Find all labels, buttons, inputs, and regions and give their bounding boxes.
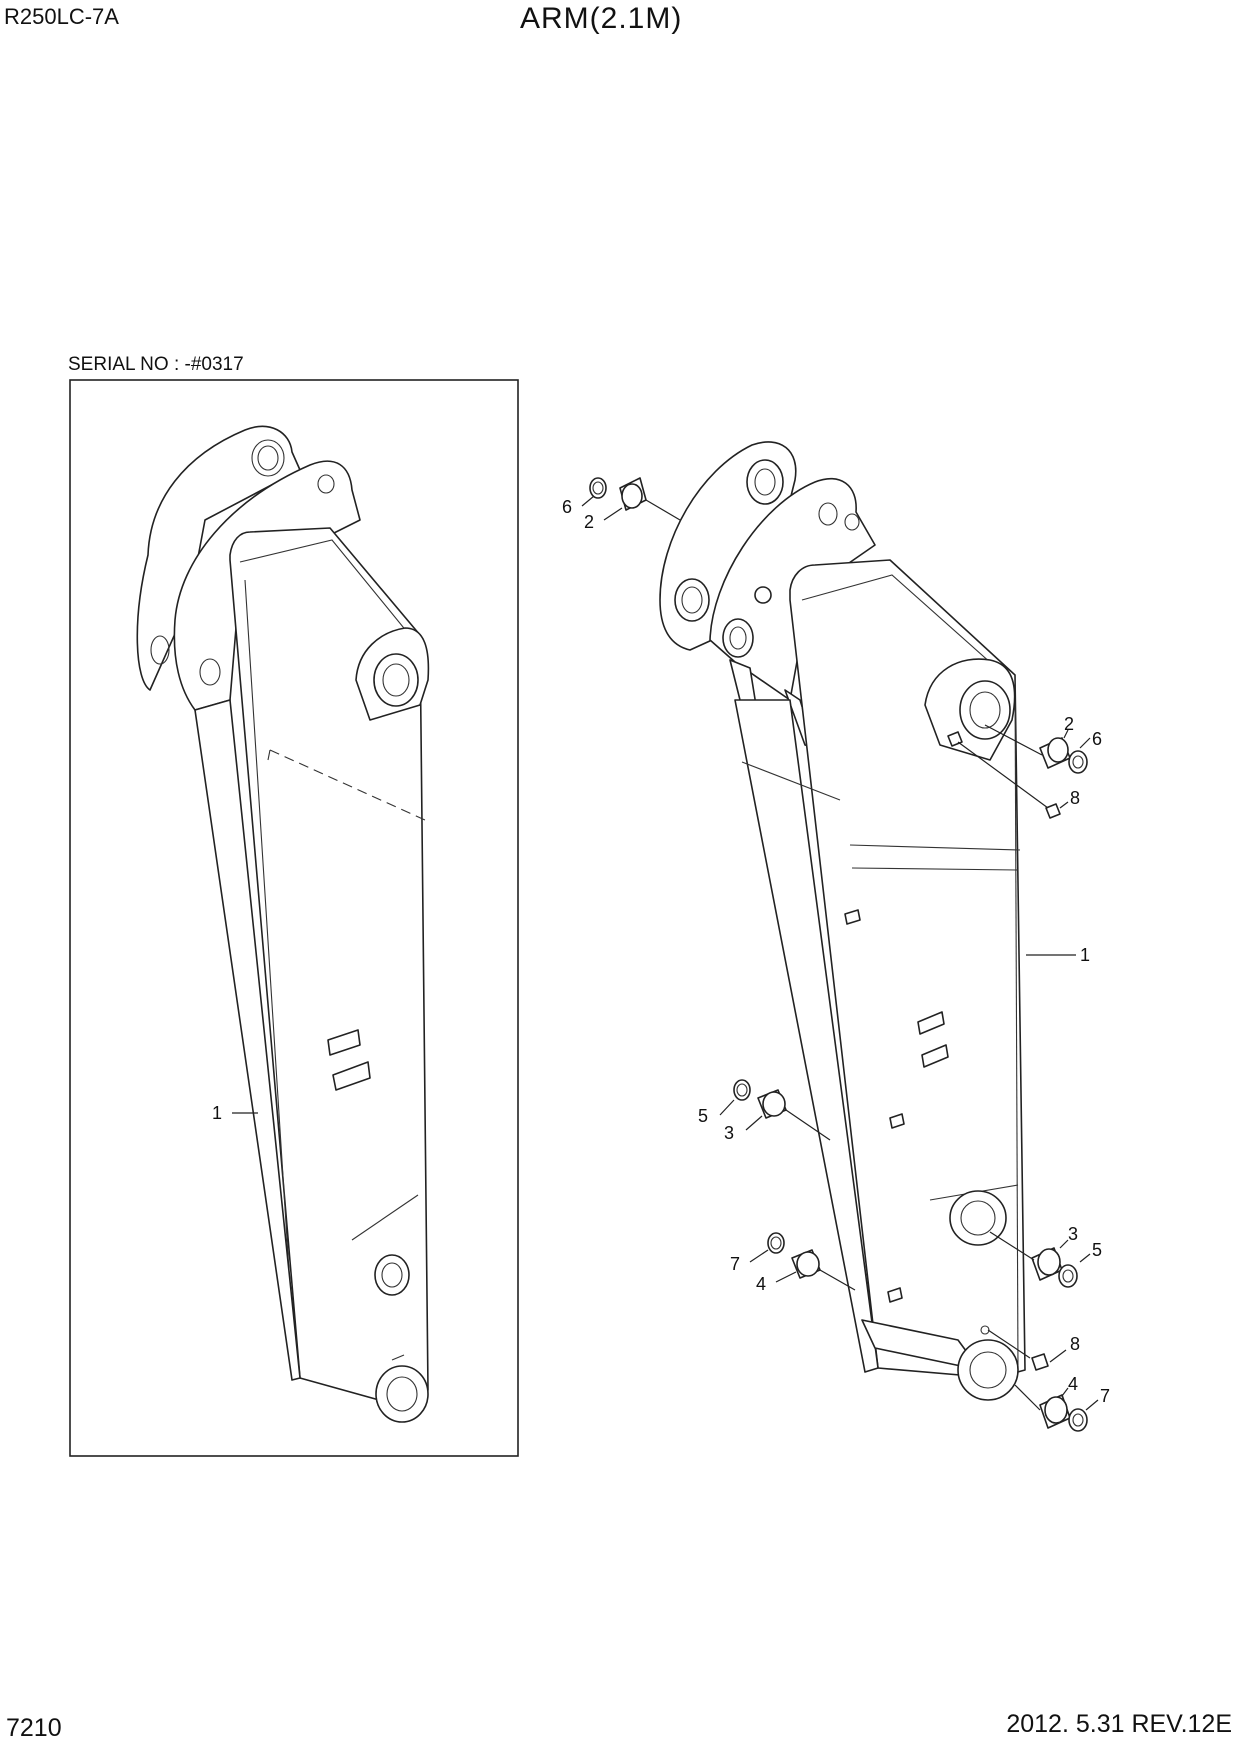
serial-frame xyxy=(69,379,519,1457)
callout-part-8-lower: 8 xyxy=(1070,1334,1080,1354)
callout-part-7-left: 7 xyxy=(730,1254,740,1274)
part-3-5-left xyxy=(733,1079,787,1119)
part-4-7-left xyxy=(767,1232,821,1279)
part-4-7-right xyxy=(1039,1394,1088,1432)
part-2-upper-rear xyxy=(589,477,647,511)
callout-part-3-left: 3 xyxy=(724,1123,734,1143)
callout-part-1-right: 1 xyxy=(1080,945,1090,965)
revision-date: 2012. 5.31 REV.12E xyxy=(1006,1710,1232,1738)
right-view: 6 2 2 6 8 1 5 3 3 5 7 4 8 4 7 xyxy=(562,441,1110,1432)
part-3-5-right xyxy=(1031,1247,1078,1288)
callout-part-8-upper: 8 xyxy=(1070,788,1080,808)
serial-number-label: SERIAL NO : -#0317 xyxy=(68,354,244,375)
left-view: 1 xyxy=(69,379,519,1457)
callout-part-1-left: 1 xyxy=(212,1103,222,1123)
page-title: ARM(2.1M) xyxy=(520,2,683,35)
part-8-upper xyxy=(1045,803,1061,819)
arm-assembly-left xyxy=(136,425,430,1423)
callout-part-7-right: 7 xyxy=(1100,1386,1110,1406)
callout-part-4-left: 4 xyxy=(756,1274,766,1294)
callout-part-5-left: 5 xyxy=(698,1106,708,1126)
callout-part-2-top: 2 xyxy=(584,512,594,532)
callout-part-6-top: 6 xyxy=(562,497,572,517)
callout-part-6-upper: 6 xyxy=(1092,729,1102,749)
callout-part-2-upper: 2 xyxy=(1064,714,1074,734)
callout-part-3-right: 3 xyxy=(1068,1224,1078,1244)
part-8-lower xyxy=(1031,1353,1049,1371)
model-label: R250LC-7A xyxy=(4,4,119,29)
callout-part-4-right: 4 xyxy=(1068,1374,1078,1394)
page-number: 7210 xyxy=(6,1714,62,1742)
part-2-upper-front xyxy=(1039,737,1088,774)
arm-assembly-right xyxy=(659,441,1026,1401)
callout-part-5-right: 5 xyxy=(1092,1240,1102,1260)
